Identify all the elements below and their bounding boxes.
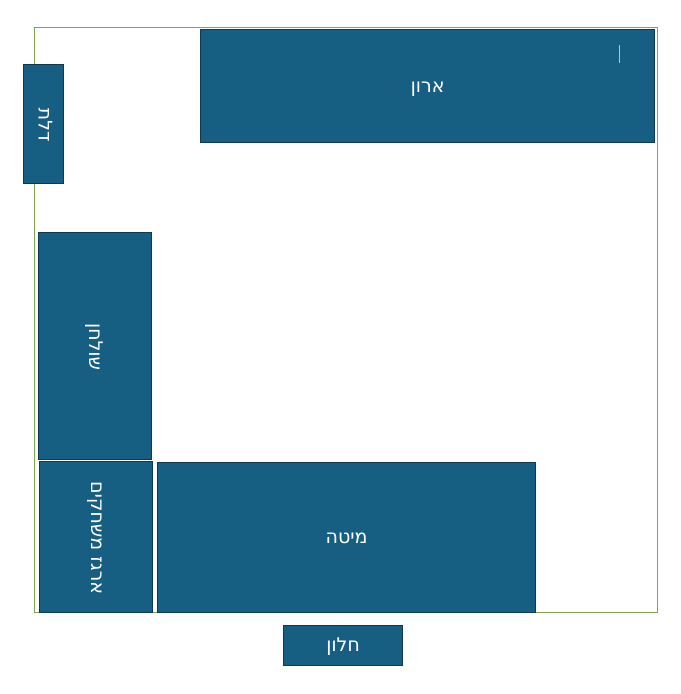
wardrobe-label: ארון	[410, 74, 445, 97]
wardrobe-block: ארון	[200, 29, 655, 143]
window-block: חלון	[283, 625, 403, 666]
bed-label: מיטה	[325, 526, 368, 548]
desk-label: שולחן	[84, 322, 107, 370]
wardrobe-marker	[619, 45, 620, 63]
door-block: דלת	[23, 64, 64, 184]
toy-box-block: ארגז משחקים	[39, 461, 153, 613]
door-label: דלת	[32, 107, 55, 141]
desk-block: שולחן	[38, 232, 152, 460]
toy-box-label: ארגז משחקים	[85, 480, 108, 594]
window-label: חלון	[326, 634, 360, 656]
bed-block: מיטה	[157, 462, 536, 613]
